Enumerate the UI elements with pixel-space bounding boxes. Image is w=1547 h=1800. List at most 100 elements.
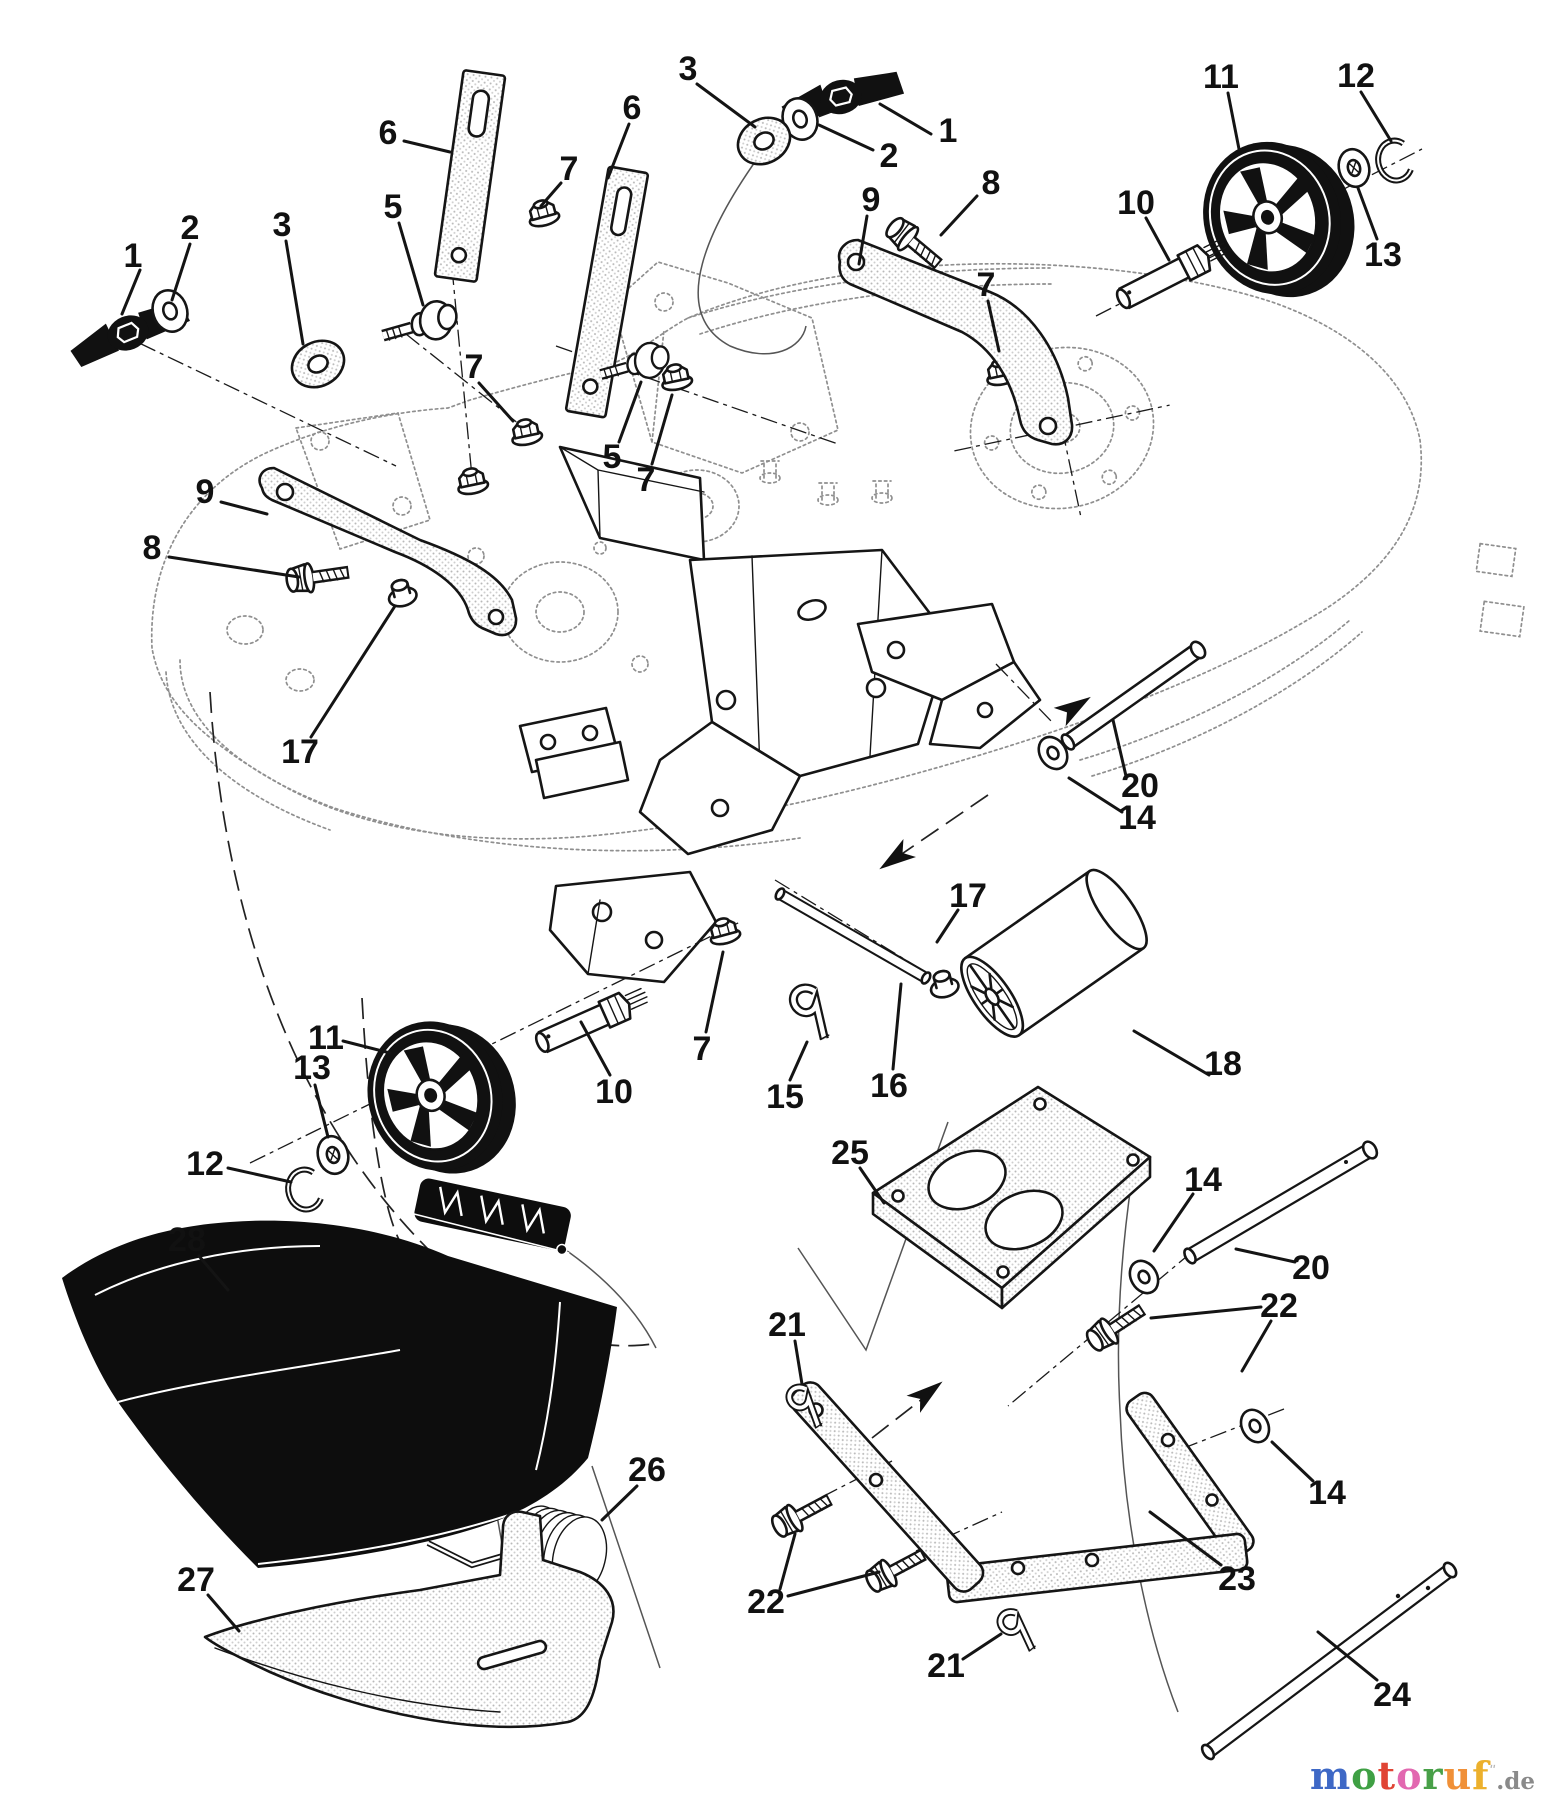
callout-label-17-22: 17 (281, 733, 319, 771)
callout-leader-line (1359, 90, 1393, 143)
phantom-curve-right (1117, 1177, 1179, 1713)
callout-part-14: 14 (1270, 1440, 1346, 1512)
callout-label-1-8: 1 (939, 112, 958, 150)
callout-part-6: 6 (606, 89, 642, 180)
callout-label-21-41: 21 (768, 1306, 806, 1344)
callout-leader-line (695, 82, 757, 129)
callout-part-9: 9 (196, 473, 269, 516)
callout-label-8-21: 8 (143, 529, 162, 567)
direction-arrow (907, 1374, 948, 1412)
callout-leader-line (704, 950, 725, 1034)
callout-label-14-45: 14 (1308, 1474, 1346, 1512)
brace-arm-9-right (837, 238, 1074, 446)
cable-curve (697, 151, 807, 355)
callout-label-7-13: 7 (560, 150, 579, 188)
callout-label-2-1: 2 (181, 209, 200, 247)
callout-part-22: 22 (1149, 1287, 1298, 1373)
callout-label-18-26: 18 (1204, 1045, 1242, 1083)
callout-leader-line (1144, 216, 1171, 262)
callout-label-11-16: 11 (1203, 58, 1239, 96)
flange-nut-7 (453, 464, 491, 498)
deck-studs (759, 460, 893, 506)
callout-leader-line (1067, 776, 1124, 814)
callout-label-9-20: 9 (196, 473, 215, 511)
callout-part-3: 3 (679, 50, 757, 129)
rod-20-lower (1183, 1140, 1379, 1265)
callout-part-9: 9 (857, 181, 880, 266)
watermark-letter: o (1351, 1753, 1378, 1798)
gusset-left (294, 412, 432, 551)
washer-3-left (282, 330, 354, 398)
brace-arm-9-left (258, 466, 518, 637)
watermark-letter: m (1309, 1753, 1352, 1798)
callout-part-22: 22 (747, 1532, 881, 1621)
callout-part-5: 5 (384, 188, 425, 307)
callout-leader-line (402, 139, 452, 154)
callout-label-12-33: 12 (186, 1145, 224, 1183)
callout-part-23: 23 (1148, 1510, 1256, 1598)
callout-leader-line (1111, 718, 1128, 778)
washer-14-bracket (1234, 1403, 1276, 1449)
callout-label-1-0: 1 (124, 237, 143, 275)
callout-part-10: 10 (579, 1020, 633, 1111)
callout-part-5: 5 (603, 380, 643, 476)
callout-label-21-43: 21 (927, 1647, 965, 1685)
cotter-pin-21 (1000, 1612, 1035, 1651)
callout-label-12-17: 12 (1337, 57, 1375, 95)
callout-leader-line (313, 1083, 330, 1139)
watermark-domain-suffix: .de (1496, 1768, 1535, 1795)
callout-label-6-7: 6 (623, 89, 642, 127)
callout-leader-line (170, 242, 192, 302)
callout-label-25-37: 25 (831, 1134, 869, 1172)
bracket-wheel-mount (548, 870, 718, 984)
callout-label-7-27: 7 (693, 1030, 712, 1068)
rod-20-upper (1060, 640, 1207, 751)
callout-leader-line (1226, 91, 1241, 151)
callout-label-7-15: 7 (637, 461, 656, 499)
callout-leader-line (309, 604, 397, 739)
rod-24 (1200, 1561, 1458, 1761)
callout-part-21: 21 (768, 1306, 806, 1386)
callout-leader-line (1152, 1192, 1195, 1253)
u-bracket-23 (789, 1381, 1255, 1604)
callout-part-3: 3 (273, 206, 305, 346)
callout-leader-line (650, 393, 674, 466)
callout-leader-line (1234, 1247, 1297, 1264)
callout-part-18: 18 (1132, 1029, 1242, 1083)
bolt-22 (862, 1542, 931, 1597)
watermark-letter: f (1472, 1753, 1490, 1798)
callout-part-7: 7 (465, 348, 515, 423)
washer-14-plate (1122, 1254, 1166, 1300)
callout-label-16-30: 16 (870, 1067, 908, 1105)
callout-leader-line (891, 982, 903, 1071)
callout-part-2: 2 (817, 123, 898, 175)
direction-arrow (874, 840, 915, 877)
callout-label-8-11: 8 (982, 164, 1001, 202)
callout-label-5-4: 5 (384, 188, 403, 226)
callout-leader-line (167, 555, 301, 579)
deflector-28 (62, 1178, 617, 1568)
callout-part-25: 25 (831, 1134, 886, 1205)
callout-label-13-32: 13 (293, 1049, 331, 1087)
callout-leader-line (579, 1020, 612, 1077)
grommet-17-upper (383, 575, 420, 611)
grommet-17-lower (925, 966, 962, 1002)
callout-label-22-42: 22 (747, 1583, 785, 1621)
callout-leader-line (786, 1570, 881, 1598)
watermark-letter: r (1422, 1753, 1444, 1798)
callout-leader-line (219, 500, 269, 516)
callout-part-8: 8 (143, 529, 301, 579)
callout-leader-line (986, 299, 1001, 353)
callout-part-7: 7 (977, 266, 1001, 353)
callout-leader-line (197, 1254, 230, 1292)
callout-leader-line (284, 239, 305, 346)
height-plate-25 (871, 1085, 1152, 1310)
deck-outline (150, 262, 1423, 840)
callout-leader-line (1270, 1440, 1315, 1483)
deck-skirt (165, 659, 801, 852)
callout-leader-line (1148, 1510, 1223, 1567)
callout-leader-line (341, 1039, 392, 1055)
callout-label-13-19: 13 (1364, 236, 1402, 274)
callout-label-3-2: 3 (273, 206, 292, 244)
